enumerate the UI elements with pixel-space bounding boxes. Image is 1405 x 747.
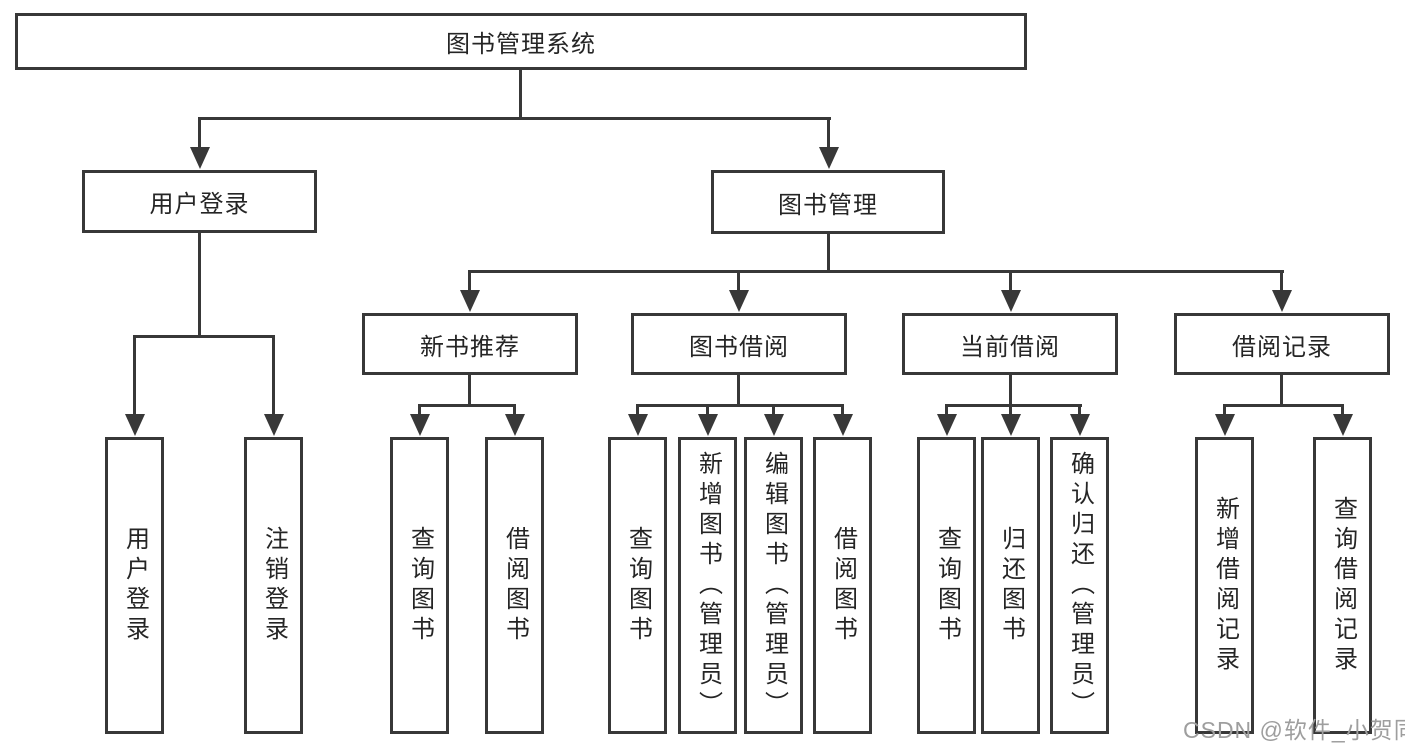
node-label: 新增图书（管理员）: [694, 450, 722, 721]
node-root: 图书管理系统: [15, 13, 1027, 70]
connector-line: [133, 335, 275, 338]
connector-line: [519, 70, 522, 119]
node-label: 新书推荐: [420, 333, 520, 361]
leaf-logout-login: 注销登录: [244, 437, 303, 734]
node-label: 借阅图书: [501, 525, 529, 646]
leaf-borrow-book: 借阅图书: [813, 437, 872, 734]
arrow-down-connector: [1009, 270, 1012, 291]
arrow-down-connector: [1223, 404, 1226, 415]
node-borrow-records: 借阅记录: [1174, 313, 1390, 375]
arrow-down-connector: [198, 117, 201, 148]
node-current-borrow: 当前借阅: [902, 313, 1118, 375]
watermark: CSDN @软件_小贺同学: [1183, 717, 1405, 743]
leaf-user-login: 用户登录: [105, 437, 164, 734]
node-label: 图书管理: [778, 191, 878, 219]
connector-line: [737, 375, 740, 406]
arrow-down-connector: [841, 404, 844, 415]
node-book-borrow: 图书借阅: [631, 313, 847, 375]
connector-line: [1223, 404, 1344, 407]
node-label: 借阅记录: [1232, 333, 1332, 361]
arrow-down-connector: [272, 335, 275, 415]
node-label: 图书借阅: [689, 333, 789, 361]
node-label: 图书管理系统: [446, 31, 596, 58]
arrow-down-connector: [636, 404, 639, 415]
leaf-add-borrow-record: 新增借阅记录: [1195, 437, 1254, 734]
node-label: 查询借阅记录: [1329, 495, 1357, 676]
node-label: 用户登录: [121, 525, 149, 646]
arrow-down-connector: [468, 270, 471, 291]
connector-line: [468, 375, 471, 406]
leaf-query-book-current: 查询图书: [917, 437, 976, 734]
arrow-down-connector: [737, 270, 740, 291]
leaf-borrow-book-recommend: 借阅图书: [485, 437, 544, 734]
arrow-down-connector: [513, 404, 516, 415]
connector-line: [418, 404, 516, 407]
connector-line: [469, 270, 1284, 273]
node-label: 确认归还（管理员）: [1066, 450, 1094, 721]
node-label: 用户登录: [149, 191, 250, 218]
node-label: 当前借阅: [960, 333, 1060, 361]
arrow-down-connector: [772, 404, 775, 415]
node-user-login: 用户登录: [82, 170, 317, 233]
connector-line: [945, 404, 1082, 407]
leaf-query-borrow-record: 查询借阅记录: [1313, 437, 1372, 734]
connector-line: [198, 117, 831, 120]
node-label: 新增借阅记录: [1211, 495, 1239, 676]
node-book-management: 图书管理: [711, 170, 945, 234]
connector-line: [1280, 375, 1283, 406]
arrow-down-connector: [1078, 404, 1081, 415]
arrow-down-connector: [1341, 404, 1344, 415]
node-label: 查询图书: [933, 525, 961, 646]
arrow-down-connector: [827, 117, 830, 148]
node-label: 注销登录: [260, 525, 288, 646]
connector-line: [636, 404, 844, 407]
arrow-down-connector: [706, 404, 709, 415]
node-new-book-recommend: 新书推荐: [362, 313, 578, 375]
arrow-down-connector: [133, 335, 136, 415]
leaf-edit-book-admin: 编辑图书（管理员）: [744, 437, 803, 734]
node-label: 编辑图书（管理员）: [760, 450, 788, 721]
arrow-down-connector: [418, 404, 421, 415]
arrow-down-connector: [1280, 270, 1283, 291]
leaf-query-book-borrow: 查询图书: [608, 437, 667, 734]
connector-line: [827, 234, 830, 273]
leaf-add-book-admin: 新增图书（管理员）: [678, 437, 737, 734]
connector-line: [198, 233, 201, 337]
node-label: 查询图书: [624, 525, 652, 646]
arrow-down-connector: [1009, 404, 1012, 415]
node-label: 查询图书: [406, 525, 434, 646]
arrow-down-connector: [945, 404, 948, 415]
node-label: 归还图书: [997, 525, 1025, 646]
leaf-confirm-return-admin: 确认归还（管理员）: [1050, 437, 1109, 734]
leaf-return-book: 归还图书: [981, 437, 1040, 734]
connector-line: [1009, 375, 1012, 406]
node-label: 借阅图书: [829, 525, 857, 646]
leaf-query-book-recommend: 查询图书: [390, 437, 449, 734]
